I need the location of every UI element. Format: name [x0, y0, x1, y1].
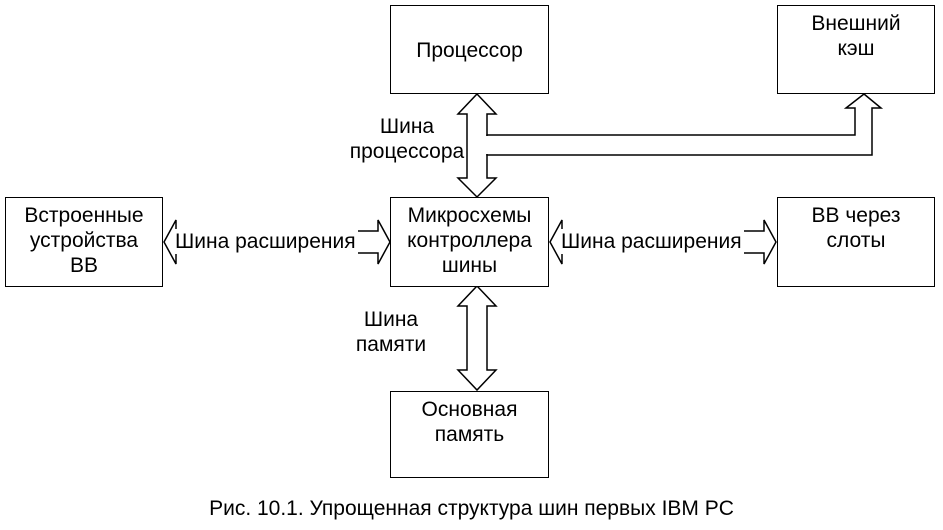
slot-io-box: ВВ через слоты [777, 197, 935, 287]
right-expansion-bus-label: Шина расширения [559, 229, 744, 254]
slot-io-label: ВВ через слоты [811, 204, 901, 252]
processor-bus-label: Шина процессора [349, 115, 465, 163]
processor-box: Процессор [390, 5, 549, 94]
memory-bus-arrow [456, 284, 498, 392]
external-cache-label: Внешний кэш [811, 12, 901, 60]
processor-label: Процессор [416, 39, 523, 62]
external-cache-box: Внешний кэш [777, 5, 935, 94]
figure-caption: Рис. 10.1. Упрощенная структура шин перв… [209, 497, 734, 520]
cache-bus-arrow [486, 93, 884, 156]
memory-bus-label: Шина памяти [355, 308, 427, 356]
builtin-io-label: Встроенные устройства ВВ [24, 204, 144, 277]
builtin-io-box: Встроенные устройства ВВ [5, 197, 163, 287]
main-memory-box: Основная память [390, 391, 549, 478]
main-memory-label: Основная память [421, 398, 518, 446]
bus-controller-box: Микросхемы контроллера шины [390, 197, 549, 287]
left-expansion-bus-label: Шина расширения [173, 229, 358, 254]
bus-controller-label: Микросхемы контроллера шины [407, 204, 532, 277]
